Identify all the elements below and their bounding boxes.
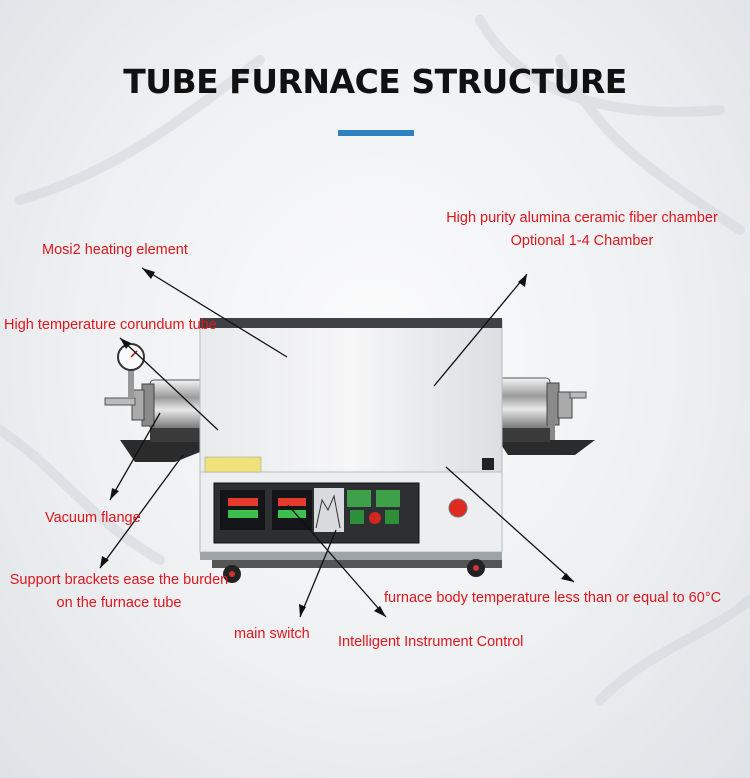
label-corundum-tube: High temperature corundum tube: [4, 317, 217, 333]
callout-arrows: [99, 267, 575, 618]
label-ceramic-fiber-chamber: High purity alumina ceramic fiber chambe…: [436, 210, 728, 249]
title-underline: [338, 130, 414, 136]
label-body-temperature: furnace body temperature less than or eq…: [384, 590, 722, 606]
left-tube-assembly: [104, 343, 206, 462]
label-vacuum-flange: Vacuum flange: [45, 510, 141, 526]
label-main-switch: main switch: [234, 626, 310, 642]
label-support-brackets: Support brackets ease the burden on the …: [4, 572, 234, 611]
base-and-casters: [212, 559, 502, 583]
label-chamber-line2: Optional 1-4 Chamber: [510, 232, 654, 249]
label-mosi2-heating-element: Mosi2 heating element: [42, 242, 188, 258]
label-intelligent-instrument: Intelligent Instrument Control: [338, 634, 524, 650]
callout-arrowheads: [100, 268, 574, 617]
furnace-cabinet: [199, 318, 503, 560]
label-brackets-line1: Support brackets ease the burden: [9, 572, 229, 588]
label-brackets-line2: on the furnace tube: [56, 594, 182, 611]
page-title: TUBE FURNACE STRUCTURE: [123, 62, 627, 101]
label-chamber-line1: High purity alumina ceramic fiber chambe…: [446, 210, 718, 226]
right-tube-assembly: [491, 377, 595, 455]
